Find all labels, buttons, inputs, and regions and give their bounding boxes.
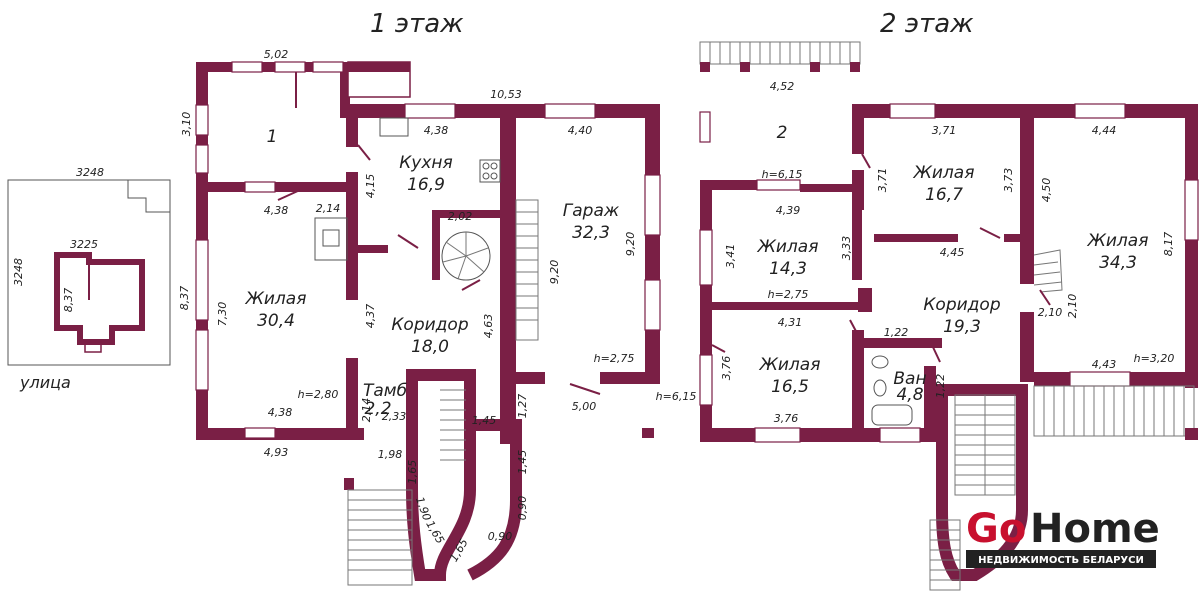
site-street-label: улица: [19, 373, 71, 392]
f1-dim: h=2,75: [594, 352, 635, 365]
f1-dim: 4,63: [482, 314, 495, 339]
f2-dim: 1,22: [934, 374, 947, 399]
f1-room-name: Жилая: [245, 289, 307, 309]
f1-dim: 1,98: [378, 448, 403, 461]
f2-dim: 3,73: [1002, 168, 1015, 193]
f2-room-area: 16,5: [771, 377, 809, 397]
f1-dim: 3,10: [180, 112, 193, 137]
f1-room-name: 1: [267, 127, 278, 147]
f1-dim: 9,20: [624, 232, 637, 257]
f1-dim: 2,14: [360, 398, 373, 423]
f2-dim: 4,31: [778, 316, 803, 329]
f2-dim: 2,10: [1066, 294, 1079, 319]
f1-dim: h=6,15: [656, 390, 697, 403]
site-dim-top: 3248: [76, 166, 104, 179]
f1-dim: 1,45: [472, 414, 497, 427]
f2-room-area: 4,8: [896, 385, 923, 405]
site-dim-left: 3248: [12, 258, 25, 286]
site-house-dim-side: 8,37: [62, 288, 75, 313]
f2-room-name: Жилая: [759, 355, 821, 375]
f2-dim: 8,17: [1162, 232, 1175, 257]
f1-room-area: 30,4: [257, 311, 295, 331]
f2-room-name: Жилая: [757, 237, 819, 257]
floor2-labels: 2 Жилая 16,7 Жилая 14,3 Жилая 34,3 Корид…: [720, 80, 1175, 425]
f2-dim: 2,10: [1038, 306, 1063, 319]
f1-dim: 4,40: [568, 124, 593, 137]
logo-part1: Go: [966, 506, 1026, 552]
f1-dim: 4,38: [264, 204, 289, 217]
f2-dim: h=2,75: [768, 288, 809, 301]
f2-room-area: 14,3: [769, 259, 807, 279]
f1-room-area: 2,2: [364, 399, 391, 419]
f1-dim: 1,45: [516, 450, 529, 475]
floor1-title: 1 этаж: [370, 9, 464, 39]
f1-dim: 2,33: [382, 410, 407, 423]
f2-dim: 4,39: [776, 204, 801, 217]
site-house-dim-top: 3225: [70, 238, 98, 251]
f2-room-area: 19,3: [943, 317, 981, 337]
f1-dim: 5,02: [264, 48, 289, 61]
f2-dim: 4,50: [1040, 178, 1053, 203]
f2-room-name: Коридор: [923, 295, 1000, 315]
f1-room-name: Тамб: [363, 381, 407, 401]
f1-dim: 4,37: [364, 304, 377, 329]
f1-dim: 1,65: [406, 460, 419, 485]
f2-dim: 4,43: [1092, 358, 1117, 371]
f1-dim: 2,14: [316, 202, 341, 215]
f2-dim: 4,44: [1092, 124, 1117, 137]
f1-room-area: 18,0: [411, 337, 449, 357]
f1-room-area: 32,3: [572, 223, 610, 243]
f1-room-name: Коридор: [391, 315, 468, 335]
f2-dim: 3,41: [724, 244, 737, 269]
f1-dim: 4,93: [264, 446, 289, 459]
logo-part2: Home: [1030, 506, 1160, 552]
f2-dim: 4,45: [940, 246, 965, 259]
f2-dim: h=6,15: [762, 168, 803, 181]
floor1-labels: 1 Кухня 16,9 Гараж 32,3 Жилая 30,4 Корид…: [178, 48, 696, 564]
f2-room-area: 16,7: [925, 185, 963, 205]
f2-dim: 3,71: [932, 124, 957, 137]
f1-dim: 1,27: [516, 394, 529, 419]
f1-dim: 0,90: [516, 496, 529, 521]
gohome-logo: Go Home НЕДВИЖИМОСТЬ БЕЛАРУСИ: [966, 506, 1160, 568]
f1-dim: 4,38: [424, 124, 449, 137]
f2-room-name: Жилая: [1087, 231, 1149, 251]
f1-dim: 7,30: [216, 302, 229, 327]
f1-dim: 9,20: [548, 260, 561, 285]
f2-room-name: Ван: [893, 369, 926, 389]
f2-room-area: 34,3: [1099, 253, 1137, 273]
f1-dim: 2,02: [448, 210, 473, 223]
f1-dim: 4,38: [268, 406, 293, 419]
f1-dim: 10,53: [490, 88, 522, 101]
f2-dim: 1,22: [884, 326, 909, 339]
site-plan: 3248 3225 3248 8,37 улица: [7, 166, 171, 392]
floor1-walls: [195, 61, 661, 586]
f1-dim: 8,37: [178, 286, 191, 311]
f2-dim: 3,71: [876, 168, 889, 193]
f1-room-name: Гараж: [563, 201, 620, 221]
f2-room-name: 2: [777, 123, 788, 143]
f1-dim: 1,65: [423, 518, 447, 546]
f2-dim: 3,33: [840, 236, 853, 261]
f1-room-area: 16,9: [407, 175, 445, 195]
f2-dim: h=3,20: [1134, 352, 1175, 365]
f2-dim: 3,76: [720, 356, 733, 381]
f1-dim: 5,00: [572, 400, 597, 413]
floor2-title: 2 этаж: [880, 9, 974, 39]
floor2-walls: [699, 41, 1199, 591]
f2-dim: 4,52: [770, 80, 795, 93]
logo-subtitle: НЕДВИЖИМОСТЬ БЕЛАРУСИ: [978, 555, 1144, 566]
f2-dim: 3,76: [774, 412, 799, 425]
f1-dim: 4,15: [364, 174, 377, 199]
f2-room-name: Жилая: [913, 163, 975, 183]
f1-room-name: Кухня: [399, 153, 453, 173]
f1-dim: 0,90: [488, 530, 513, 543]
f1-dim: h=2,80: [298, 388, 339, 401]
